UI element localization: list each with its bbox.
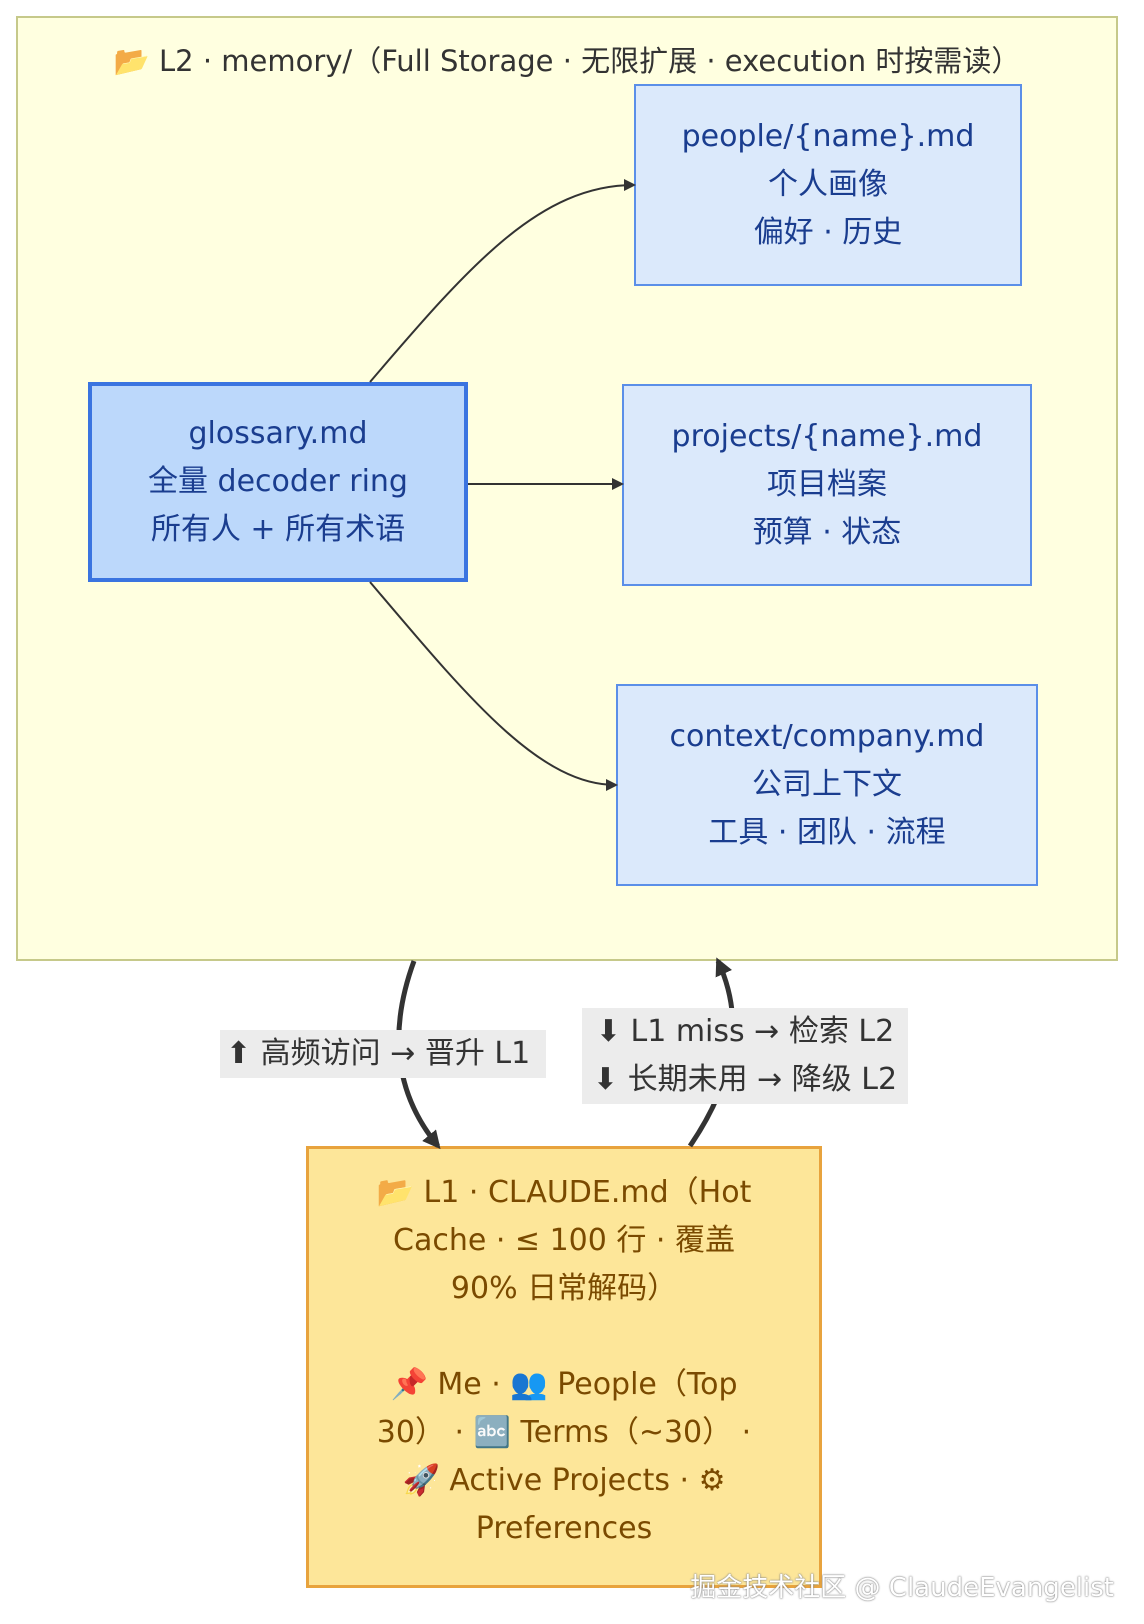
node-glossary: glossary.md 全量 decoder ring 所有人 + 所有术语 (88, 382, 468, 582)
node-projects-line3: 预算 · 状态 (752, 515, 902, 550)
node-projects: projects/{name}.md 项目档案 预算 · 状态 (622, 384, 1032, 586)
node-people-line3: 偏好 · 历史 (753, 215, 903, 250)
node-context: context/company.md 公司上下文 工具 · 团队 · 流程 (616, 684, 1038, 886)
edge-label-miss-demote: ⬇ L1 miss → 检索 L2 ⬇ 长期未用 → 降级 L2 (582, 1008, 908, 1104)
node-projects-line2: 项目档案 (767, 467, 887, 502)
edge-label-miss: ⬇ L1 miss → 检索 L2 (595, 1014, 895, 1049)
l1-line: Cache · ≤ 100 行 · 覆盖 (393, 1223, 735, 1258)
edge-label-demote: ⬇ 长期未用 → 降级 L2 (592, 1062, 898, 1097)
node-context-line1: context/company.md (669, 719, 985, 754)
cluster-title: 📂 L2 · memory/（Full Storage · 无限扩展 · exe… (113, 44, 1021, 78)
l1-line: Preferences (475, 1511, 653, 1546)
l1-line: 30） · 🔤 Terms（~30） · (376, 1415, 752, 1450)
node-glossary-line1: glossary.md (188, 416, 368, 451)
watermark: 掘金技术社区 @ ClaudeEvangelist (690, 1573, 1114, 1603)
node-glossary-line2: 全量 decoder ring (148, 464, 408, 499)
edge-label-promote: ⬆ 高频访问 → 晋升 L1 (220, 1030, 546, 1078)
l1-line: 🚀 Active Projects · ⚙ (402, 1463, 726, 1498)
node-people-line1: people/{name}.md (681, 119, 975, 154)
node-l1-claude: 📂 L1 · CLAUDE.md（Hot Cache · ≤ 100 行 · 覆… (306, 1146, 822, 1588)
node-projects-line1: projects/{name}.md (671, 419, 983, 454)
edge-glossary-people (369, 179, 636, 383)
l1-line: 📌 Me · 👥 People（Top (390, 1367, 738, 1402)
node-context-line3: 工具 · 团队 · 流程 (708, 815, 946, 850)
node-people-line2: 个人画像 (768, 167, 888, 202)
node-glossary-line3: 所有人 + 所有术语 (150, 512, 406, 547)
node-context-line2: 公司上下文 (752, 767, 902, 802)
l1-line: 90% 日常解码） (450, 1271, 678, 1306)
l1-line: 📂 L1 · CLAUDE.md（Hot (376, 1175, 752, 1210)
node-people: people/{name}.md 个人画像 偏好 · 历史 (634, 84, 1022, 286)
edge-glossary-context (369, 581, 618, 791)
